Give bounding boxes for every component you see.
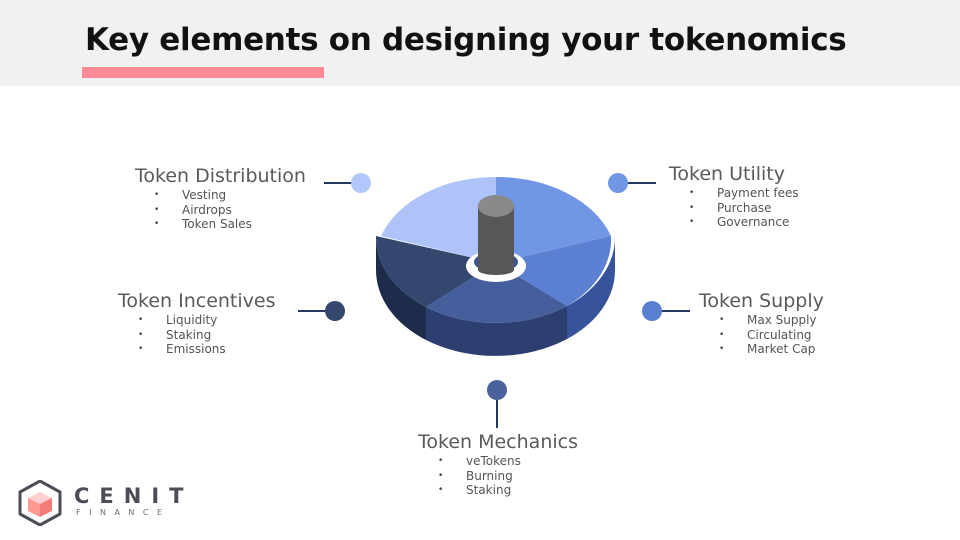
token-incentives-list: Liquidity Staking Emissions [138,313,275,357]
list-item: Payment fees [689,186,798,201]
page-title: Key elements on designing your tokenomic… [85,22,847,58]
dot-mechanics [487,380,507,400]
dot-utility [608,173,628,193]
token-distribution-list: Vesting Airdrops Token Sales [154,188,306,232]
pie-slice-supply [496,236,612,306]
section-token-utility: Token Utility Payment fees Purchase Gove… [669,162,799,230]
dot-supply [642,301,662,321]
token-incentives-title: Token Incentives [118,290,276,312]
list-item: Circulating [719,328,824,343]
token-mechanics-title: Token Mechanics [418,431,578,453]
token-mechanics-list: veTokens Burning Staking [438,454,578,498]
center-cylinder-top [478,195,514,217]
logo-subtitle: FINANCE [76,508,171,517]
cube-logo-icon [18,480,62,526]
list-item: Staking [138,328,275,343]
section-token-distribution: Token Distribution Vesting Airdrops Toke… [135,164,306,232]
list-item: Max Supply [719,313,824,328]
pie-side-incentives [375,236,426,340]
list-item: Liquidity [138,313,275,328]
dot-distribution [351,173,371,193]
list-item: Purchase [689,201,799,216]
logo-wordmark: CENIT [74,484,194,508]
dot-incentives [325,301,345,321]
section-token-mechanics: Token Mechanics veTokens Burning Staking [418,430,578,498]
title-underline [82,67,324,78]
cenit-finance-logo: CENIT FINANCE [18,478,208,526]
pie-slice-distribution [381,176,496,263]
center-cylinder-bottom [478,265,514,275]
pie-slice-mechanics [426,263,567,323]
token-supply-title: Token Supply [699,290,824,312]
pie-side-mechanics [426,306,567,356]
section-token-incentives: Token Incentives Liquidity Staking Emiss… [118,289,275,357]
list-item: Vesting [154,188,306,203]
section-token-supply: Token Supply Max Supply Circulating Mark… [699,289,824,357]
token-utility-title: Token Utility [669,163,785,185]
list-item: Governance [689,215,799,230]
list-item: Burning [438,469,578,484]
pie-slice-utility [496,176,611,263]
token-utility-list: Payment fees Purchase Governance [689,186,799,230]
list-item: Emissions [138,342,275,357]
list-item: Staking [438,483,578,498]
list-item: Token Sales [154,217,306,232]
list-item: veTokens [438,454,578,469]
pie-side-supply [567,236,616,339]
pie-slice-incentives [375,236,496,307]
token-supply-list: Max Supply Circulating Market Cap [719,313,824,357]
list-item: Airdrops [154,203,306,218]
list-item: Market Cap [719,342,824,357]
token-distribution-title: Token Distribution [135,165,306,187]
